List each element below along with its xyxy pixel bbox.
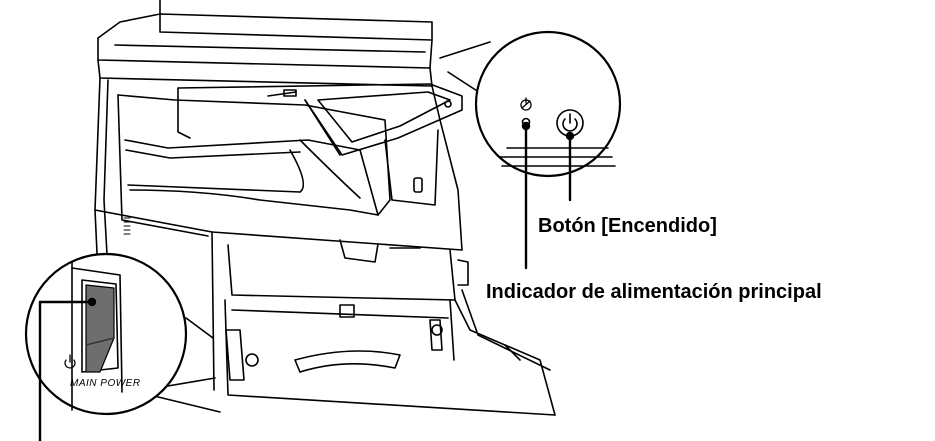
control-panel <box>177 83 463 206</box>
power-button-inset <box>474 30 622 178</box>
power-button-label: Botón [Encendido] <box>538 215 717 237</box>
main-power-indicator-icon <box>520 97 532 111</box>
front-cover <box>211 231 556 416</box>
main-power-switch-text: MAIN POWER <box>70 378 141 389</box>
output-tray <box>117 94 391 237</box>
power-symbol-icon <box>562 113 578 132</box>
switch-rocker <box>85 284 115 373</box>
leader-lines <box>38 121 575 441</box>
side-vent <box>123 217 131 235</box>
document-feeder <box>97 0 433 87</box>
switch-power-symbol-icon <box>64 354 76 369</box>
main-power-switch-inset: MAIN POWER <box>24 252 188 416</box>
main-power-indicator-label: Indicador de alimentación principal <box>486 281 822 303</box>
zoom-lines <box>155 41 491 389</box>
